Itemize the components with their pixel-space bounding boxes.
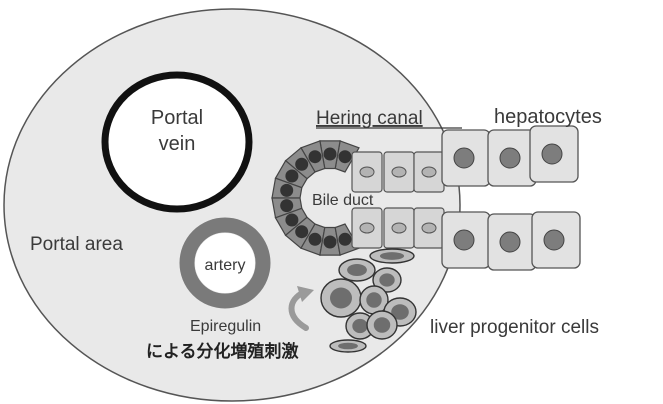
bile-duct-nucleus (285, 170, 298, 183)
hering-canal-nucleus (360, 167, 374, 177)
hepatocyte-nucleus (500, 232, 520, 252)
portal-vein-label-line2: vein (159, 133, 196, 155)
bile-duct-nucleus (295, 158, 308, 171)
bile-duct-nucleus (324, 148, 337, 161)
hering-canal-label: Hering canal (316, 108, 423, 129)
artery-label: artery (205, 257, 246, 274)
bile-duct-nucleus (324, 236, 337, 249)
progenitor-nucleus (379, 273, 394, 286)
hepatocyte-nucleus (500, 148, 520, 168)
epiregulin-label: Epiregulin (190, 318, 261, 335)
hepatocyte-cells (442, 126, 580, 270)
hepatocytes-label: hepatocytes (494, 106, 602, 128)
bile-duct-nucleus (339, 150, 352, 163)
progenitor-nucleus (380, 252, 404, 260)
hepatocyte-nucleus (454, 230, 474, 250)
progenitor-nucleus (338, 343, 358, 350)
progenitor-nucleus (330, 288, 352, 309)
hering-canal-nucleus (392, 167, 406, 177)
japanese-caption: による分化増殖刺激 (146, 341, 299, 362)
liver-progenitor-cells-label: liver progenitor cells (430, 317, 599, 338)
portal-area-label: Portal area (30, 234, 123, 255)
hepatocyte-nucleus (454, 148, 474, 168)
progenitor-nucleus (366, 292, 381, 307)
progenitor-nucleus (347, 264, 367, 276)
portal-vein-label-line1: Portal (151, 107, 203, 129)
progenitor-nucleus (374, 317, 391, 332)
hering-canal-nucleus (360, 223, 374, 233)
hering-canal-nucleus (392, 223, 406, 233)
bile-duct-nucleus (280, 199, 293, 212)
bile-duct-nucleus (339, 233, 352, 246)
bile-duct-nucleus (309, 233, 322, 246)
progenitor-nucleus (352, 319, 367, 333)
hering-canal-nucleus (422, 167, 436, 177)
hering-canal-nucleus (422, 223, 436, 233)
bile-duct-nucleus (285, 214, 298, 227)
bile-duct-label: Bile duct (312, 192, 374, 209)
bile-duct-nucleus (309, 150, 322, 163)
bile-duct-nucleus (295, 225, 308, 238)
hepatocyte-nucleus (544, 230, 564, 250)
hepatocyte-nucleus (542, 144, 562, 164)
bile-duct-nucleus (280, 184, 293, 197)
